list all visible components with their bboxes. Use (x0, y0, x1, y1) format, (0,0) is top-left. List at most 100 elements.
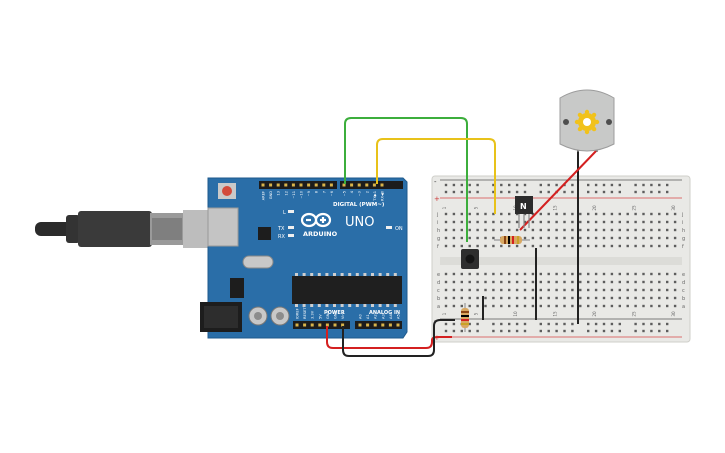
breadboard-hole[interactable] (579, 304, 582, 308)
breadboard-hole[interactable] (452, 288, 456, 292)
breadboard-hole[interactable] (594, 296, 598, 300)
breadboard-hole[interactable] (634, 244, 637, 248)
breadboard-hole[interactable] (492, 296, 495, 300)
breadboard-hole[interactable] (468, 288, 471, 292)
breadboard-hole[interactable] (594, 228, 598, 232)
breadboard-hole[interactable] (523, 280, 527, 284)
rail-hole[interactable] (602, 322, 606, 326)
breadboard-hole[interactable] (658, 212, 661, 216)
breadboard-hole[interactable] (492, 304, 495, 308)
breadboard-hole[interactable] (555, 288, 558, 292)
rail-hole[interactable] (444, 329, 448, 333)
breadboard-hole[interactable] (642, 244, 645, 248)
breadboard-hole[interactable] (602, 228, 606, 232)
breadboard-hole[interactable] (673, 296, 677, 300)
rail-hole[interactable] (634, 329, 637, 333)
breadboard-hole[interactable] (476, 280, 479, 284)
rail-hole[interactable] (476, 190, 479, 194)
breadboard-hole[interactable] (547, 272, 550, 276)
breadboard-hole[interactable] (452, 212, 456, 216)
breadboard-hole[interactable] (460, 244, 463, 248)
breadboard-hole[interactable] (650, 220, 653, 224)
breadboard-hole[interactable] (618, 280, 621, 284)
breadboard-hole[interactable] (452, 236, 456, 240)
rail-hole[interactable] (539, 183, 542, 187)
breadboard-hole[interactable] (515, 228, 519, 232)
breadboard-hole[interactable] (515, 280, 519, 284)
breadboard-hole[interactable] (484, 212, 487, 216)
breadboard-hole[interactable] (563, 280, 566, 284)
breadboard-hole[interactable] (492, 272, 495, 276)
breadboard-hole[interactable] (492, 244, 495, 248)
breadboard-hole[interactable] (531, 288, 535, 292)
rail-hole[interactable] (642, 322, 645, 326)
breadboard-hole[interactable] (484, 280, 487, 284)
rail-hole[interactable] (492, 183, 495, 187)
breadboard-hole[interactable] (444, 272, 448, 276)
breadboard-hole[interactable] (587, 296, 590, 300)
breadboard-hole[interactable] (571, 236, 574, 240)
header-pin[interactable] (303, 323, 307, 327)
header-pin[interactable] (372, 183, 376, 187)
breadboard-hole[interactable] (666, 280, 669, 284)
reset-button[interactable] (222, 186, 232, 196)
breadboard-hole[interactable] (452, 280, 456, 284)
breadboard-hole[interactable] (579, 212, 582, 216)
rail-hole[interactable] (500, 190, 503, 194)
breadboard-hole[interactable] (626, 212, 629, 216)
breadboard-hole[interactable] (460, 236, 463, 240)
breadboard-hole[interactable] (468, 296, 471, 300)
breadboard-hole[interactable] (539, 228, 542, 232)
breadboard-hole[interactable] (579, 296, 582, 300)
header-pin[interactable] (322, 183, 326, 187)
breadboard-hole[interactable] (508, 244, 511, 248)
breadboard-hole[interactable] (555, 228, 558, 232)
breadboard-hole[interactable] (508, 304, 511, 308)
breadboard-hole[interactable] (563, 272, 566, 276)
breadboard-hole[interactable] (468, 228, 471, 232)
rail-hole[interactable] (618, 322, 621, 326)
breadboard-hole[interactable] (673, 244, 677, 248)
breadboard-hole[interactable] (658, 304, 661, 308)
breadboard-hole[interactable] (563, 212, 566, 216)
breadboard-hole[interactable] (602, 280, 606, 284)
breadboard-hole[interactable] (508, 288, 511, 292)
breadboard-hole[interactable] (508, 272, 511, 276)
breadboard-hole[interactable] (610, 244, 614, 248)
breadboard-hole[interactable] (444, 212, 448, 216)
breadboard-hole[interactable] (666, 212, 669, 216)
breadboard-hole[interactable] (634, 304, 637, 308)
rail-hole[interactable] (460, 190, 463, 194)
breadboard-hole[interactable] (523, 304, 527, 308)
breadboard-hole[interactable] (539, 236, 542, 240)
resistor-transistor-base[interactable] (494, 236, 530, 244)
rail-hole[interactable] (476, 322, 479, 326)
rail-hole[interactable] (547, 322, 550, 326)
breadboard-hole[interactable] (508, 212, 511, 216)
rail-hole[interactable] (523, 183, 527, 187)
breadboard-hole[interactable] (666, 304, 669, 308)
header-pin[interactable] (341, 323, 345, 327)
breadboard-hole[interactable] (618, 228, 621, 232)
breadboard-hole[interactable] (539, 244, 542, 248)
rail-hole[interactable] (571, 329, 574, 333)
header-pin[interactable] (307, 183, 311, 187)
rail-hole[interactable] (618, 190, 621, 194)
rail-hole[interactable] (539, 322, 542, 326)
header-pin[interactable] (333, 323, 337, 327)
rail-hole[interactable] (571, 322, 574, 326)
rail-hole[interactable] (444, 190, 448, 194)
breadboard-hole[interactable] (673, 220, 677, 224)
rail-hole[interactable] (444, 322, 448, 326)
rail-hole[interactable] (539, 190, 542, 194)
header-pin[interactable] (381, 323, 385, 327)
breadboard-hole[interactable] (523, 236, 527, 240)
header-pin[interactable] (396, 323, 400, 327)
breadboard-hole[interactable] (579, 220, 582, 224)
rail-hole[interactable] (515, 329, 519, 333)
breadboard-hole[interactable] (508, 280, 511, 284)
breadboard-hole[interactable] (642, 220, 645, 224)
breadboard-hole[interactable] (610, 304, 614, 308)
breadboard-hole[interactable] (602, 296, 606, 300)
breadboard-hole[interactable] (571, 288, 574, 292)
